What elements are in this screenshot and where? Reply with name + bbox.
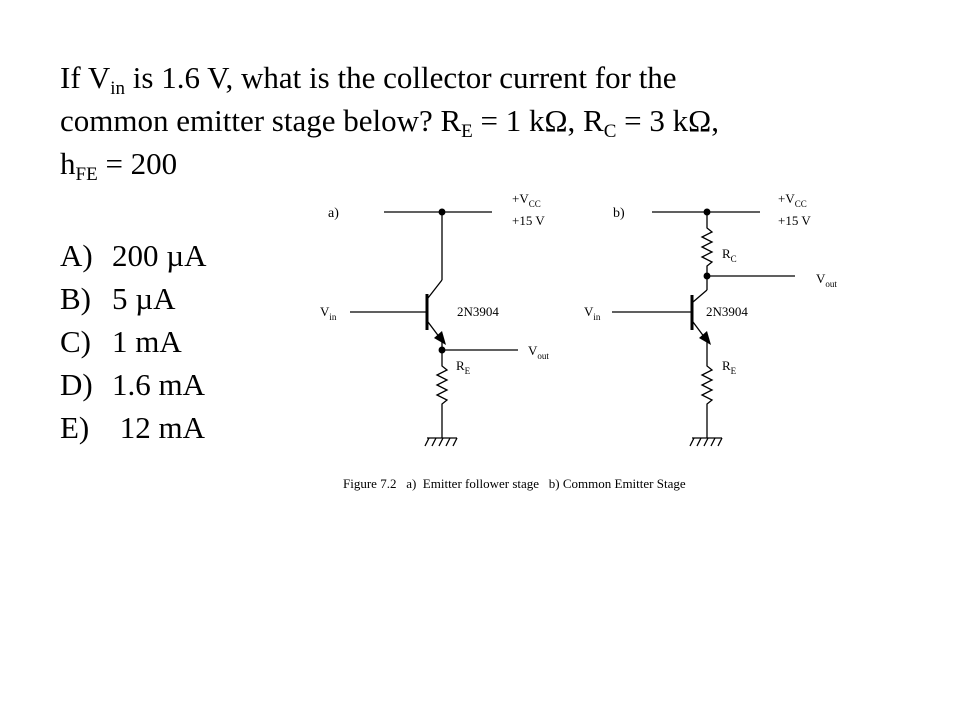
question-text-segment: is 1.6 V, what is the collector current …	[125, 60, 677, 95]
option-letter: E)	[60, 410, 90, 445]
option-letter: A)	[60, 238, 93, 273]
emitter-resistor	[435, 362, 449, 438]
option-text: 1.6 mA	[112, 367, 205, 402]
option-b[interactable]: B) 5 µA	[60, 277, 207, 320]
collector-lead	[427, 279, 443, 299]
vout-label: Vout	[816, 271, 837, 289]
hfe-subscript: FE	[75, 164, 98, 185]
transistor-label: 2N3904	[706, 304, 748, 319]
ground-hatch	[424, 437, 458, 447]
supply-voltage-label: +15 V	[778, 213, 811, 228]
ground-hatch	[689, 437, 723, 447]
question-text-segment: = 1 kΩ, R	[472, 103, 604, 138]
vout-label: Vout	[528, 343, 549, 361]
question-text: If Vin is 1.6 V, what is the collector c…	[60, 56, 940, 185]
collector-lead	[692, 289, 708, 303]
supply-voltage-label: +15 V	[512, 213, 545, 228]
option-text: 200 µA	[112, 238, 207, 273]
vin-subscript: in	[110, 78, 126, 99]
vcc-label: +VCC	[778, 191, 807, 209]
option-text: 1 mA	[112, 324, 182, 359]
question-text-segment: common emitter stage below? R	[60, 103, 462, 138]
figure-caption: Figure 7.2 a) Emitter follower stage b) …	[343, 476, 686, 491]
vcc-label: +VCC	[512, 191, 541, 209]
option-e[interactable]: E) 12 mA	[60, 406, 207, 449]
question-text-segment: = 3 kΩ,	[616, 103, 719, 138]
option-d[interactable]: D) 1.6 mA	[60, 363, 207, 406]
option-letter: D)	[60, 367, 93, 402]
emitter-arrow	[699, 331, 711, 345]
circuit-b-label: b)	[613, 206, 625, 221]
circuit-a-label: a)	[328, 206, 339, 221]
circuit-a: a) +VCC +15 V Vin 2N3904 Vout RE	[320, 191, 549, 447]
option-text: 12 mA	[112, 410, 205, 445]
vin-label: Vin	[320, 304, 337, 322]
question-line-1: If Vin is 1.6 V, what is the collector c…	[60, 56, 940, 99]
question-line-2: common emitter stage below? RE = 1 kΩ, R…	[60, 99, 940, 142]
option-letter: C)	[60, 324, 91, 359]
question-text-segment: h	[60, 146, 76, 181]
option-a[interactable]: A) 200 µA	[60, 234, 207, 277]
rc-label: RC	[722, 246, 737, 264]
question-text-segment: If V	[60, 60, 111, 95]
option-text: 5 µA	[112, 281, 176, 316]
rc-subscript: C	[603, 121, 617, 142]
vin-label: Vin	[584, 304, 601, 322]
re-label: RE	[722, 358, 737, 376]
collector-resistor	[700, 212, 714, 290]
re-subscript: E	[461, 121, 473, 142]
answer-options: A) 200 µA B) 5 µA C) 1 mA D) 1.6 mA E) 12 mA	[60, 234, 207, 449]
option-c[interactable]: C) 1 mA	[60, 320, 207, 363]
question-line-3: hFE = 200	[60, 142, 940, 185]
circuit-b: b) +VCC +15 V RC Vout Vin 2N3904 RE	[584, 191, 837, 447]
emitter-resistor	[700, 362, 714, 438]
question-text-segment: = 200	[97, 146, 178, 181]
re-label: RE	[456, 358, 471, 376]
transistor-label: 2N3904	[457, 304, 499, 319]
option-letter: B)	[60, 281, 91, 316]
emitter-arrow	[434, 331, 446, 345]
